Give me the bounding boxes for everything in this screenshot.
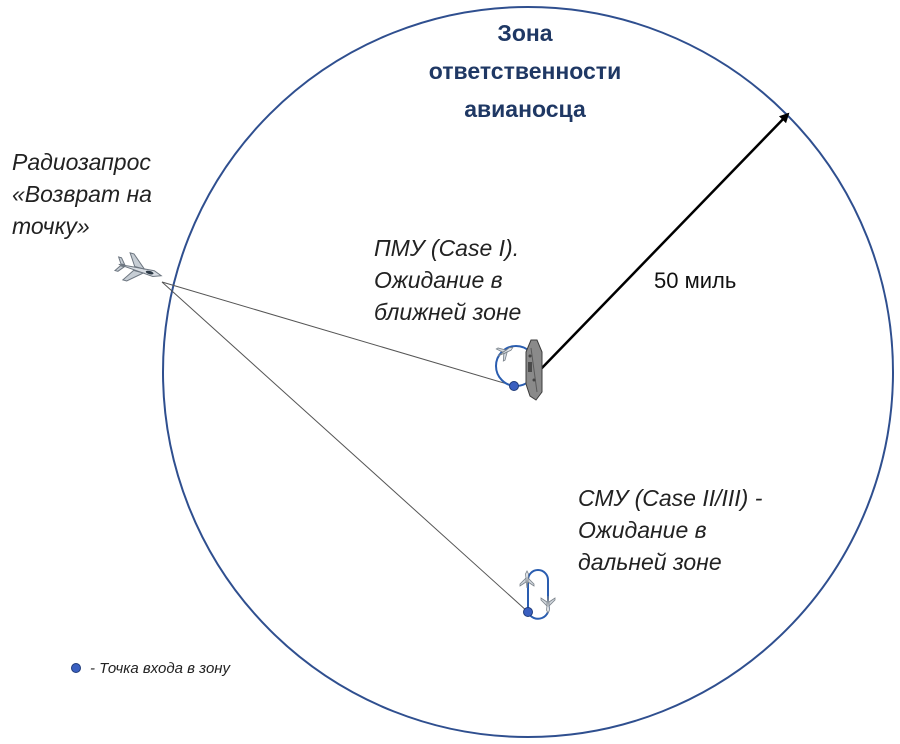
zone-title: Зона ответственности авианосца (400, 14, 650, 128)
zone-title-line-1: Зона (497, 20, 553, 46)
radio-request-line-3: точку» (12, 213, 90, 239)
legend-entry-point-dot (71, 663, 81, 673)
carrier-icon (525, 339, 543, 401)
radio-request-line-2: «Возврат на (12, 181, 152, 207)
radius-arrow (539, 112, 790, 371)
smu-line-3: дальней зоне (578, 549, 722, 575)
radio-request-label: Радиозапрос «Возврат на точку» (12, 146, 212, 242)
entry-point-near (509, 381, 519, 391)
entry-point-far (523, 607, 533, 617)
zone-title-line-3: авианосца (464, 96, 586, 122)
zone-title-line-2: ответственности (428, 58, 622, 84)
smu-line-1: СМУ (Case II/III) - (578, 485, 763, 511)
smu-label: СМУ (Case II/III) - Ожидание в дальней з… (578, 482, 838, 578)
pmu-line-3: ближней зоне (374, 299, 522, 325)
radio-request-line-1: Радиозапрос (12, 149, 151, 175)
route-line-far (161, 281, 529, 613)
plane-icon (519, 570, 535, 589)
plane-icon (540, 595, 556, 614)
pmu-line-2: Ожидание в (374, 267, 503, 293)
plane-icon (495, 347, 514, 362)
pmu-line-1: ПМУ (Case I). (374, 235, 520, 261)
smu-line-2: Ожидание в (578, 517, 707, 543)
radius-distance-label: 50 миль (654, 268, 737, 293)
far-holding-racetrack (527, 569, 550, 620)
jet-icon (113, 252, 163, 282)
responsibility-zone-circle (162, 6, 894, 738)
route-line-near (161, 281, 515, 387)
pmu-label: ПМУ (Case I). Ожидание в ближней зоне (374, 232, 574, 328)
legend-entry-point-label: - Точка входа в зону (90, 660, 231, 677)
